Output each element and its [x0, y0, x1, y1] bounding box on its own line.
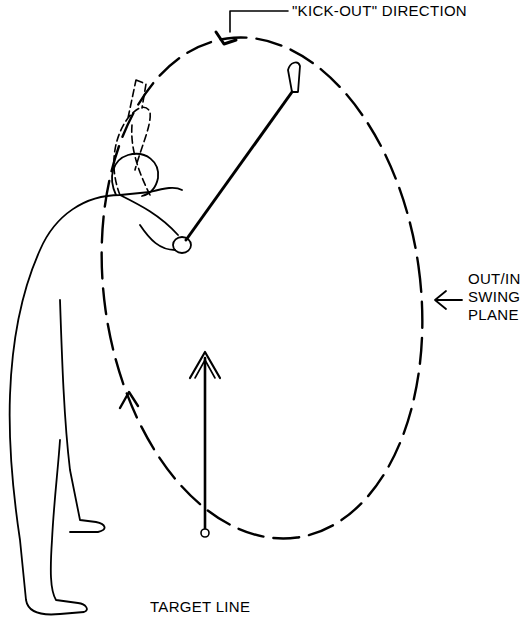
golfer-figure	[10, 188, 182, 615]
golfer-hands	[173, 237, 191, 253]
kick-out-label: "KICK-OUT" DIRECTION	[292, 2, 467, 20]
kick-out-leader	[230, 11, 288, 32]
target-arrow-outer	[190, 352, 220, 378]
backswing-arms-dashed	[114, 80, 150, 195]
target-arrow-inner	[195, 360, 215, 378]
swing-direction-arrow	[120, 392, 138, 408]
golf-club-shaft	[186, 92, 292, 240]
swing-plane-pointer	[436, 299, 462, 301]
kick-out-arrowhead	[216, 32, 236, 44]
swing-plane-arrowhead	[435, 291, 446, 309]
target-line-label: TARGET LINE	[150, 598, 250, 616]
ball-position	[201, 529, 209, 537]
swing-plane-ellipse	[70, 16, 453, 559]
target-line	[204, 358, 207, 528]
swing-plane-label: OUT/IN SWING PLANE	[468, 270, 524, 324]
golfer-head	[112, 154, 158, 196]
golf-club-head	[288, 63, 300, 92]
